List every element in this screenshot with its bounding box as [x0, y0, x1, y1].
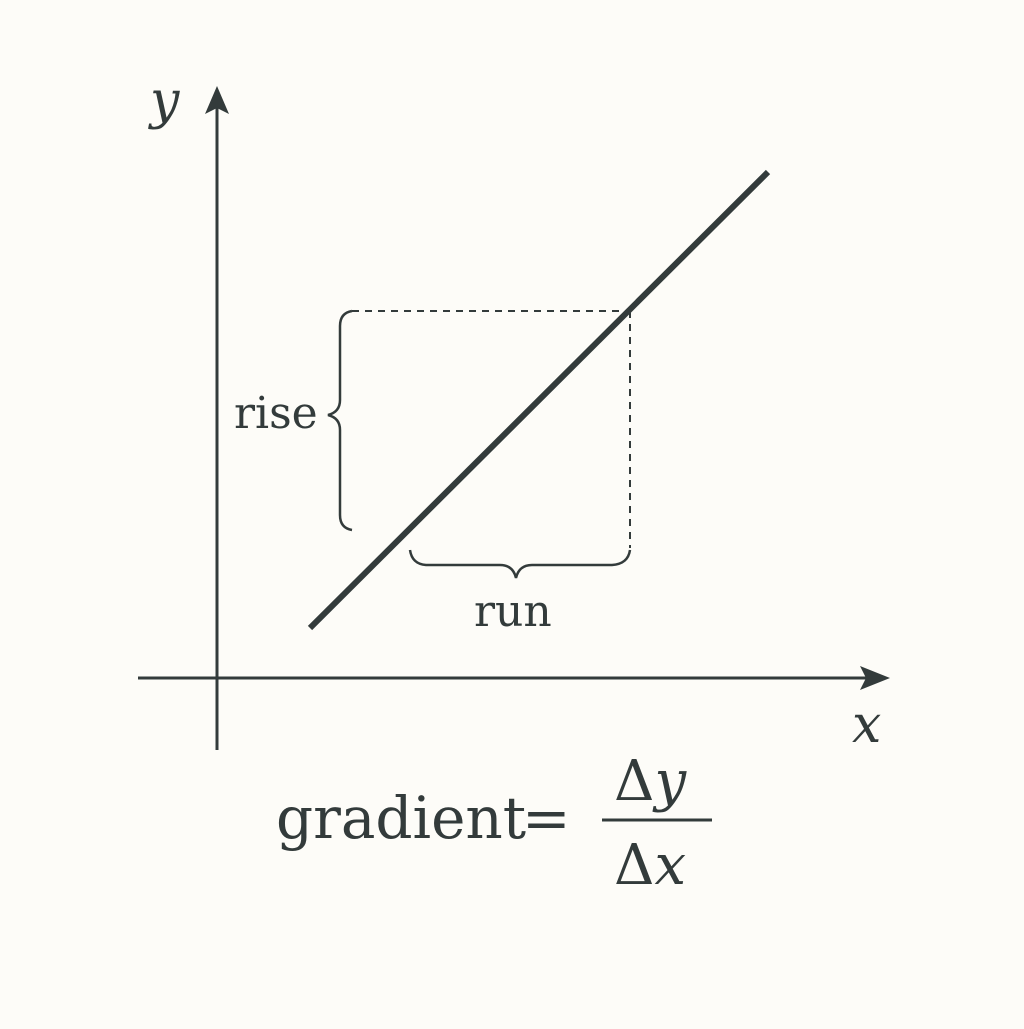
- y-axis-label: y: [148, 71, 180, 131]
- gradient-line: [307, 169, 771, 631]
- formula-denominator: Δx: [614, 833, 686, 898]
- rise-label: rise: [234, 388, 318, 439]
- gradient-formula: gradient = Δy Δx: [276, 749, 712, 898]
- denominator-var: x: [654, 833, 686, 898]
- formula-numerator: Δy: [614, 749, 687, 814]
- run-label: run: [474, 586, 552, 637]
- y-axis-arrowhead: [205, 86, 229, 114]
- formula-lhs: gradient: [276, 784, 526, 852]
- run-brace: [408, 549, 632, 579]
- numerator-delta: Δ: [614, 749, 654, 814]
- rise-brace: [327, 309, 353, 532]
- denominator-delta: Δ: [614, 833, 654, 898]
- formula-equals: =: [522, 784, 571, 852]
- x-axis-arrowhead: [860, 666, 890, 690]
- x-axis-label: x: [852, 695, 881, 755]
- numerator-var: y: [651, 749, 687, 814]
